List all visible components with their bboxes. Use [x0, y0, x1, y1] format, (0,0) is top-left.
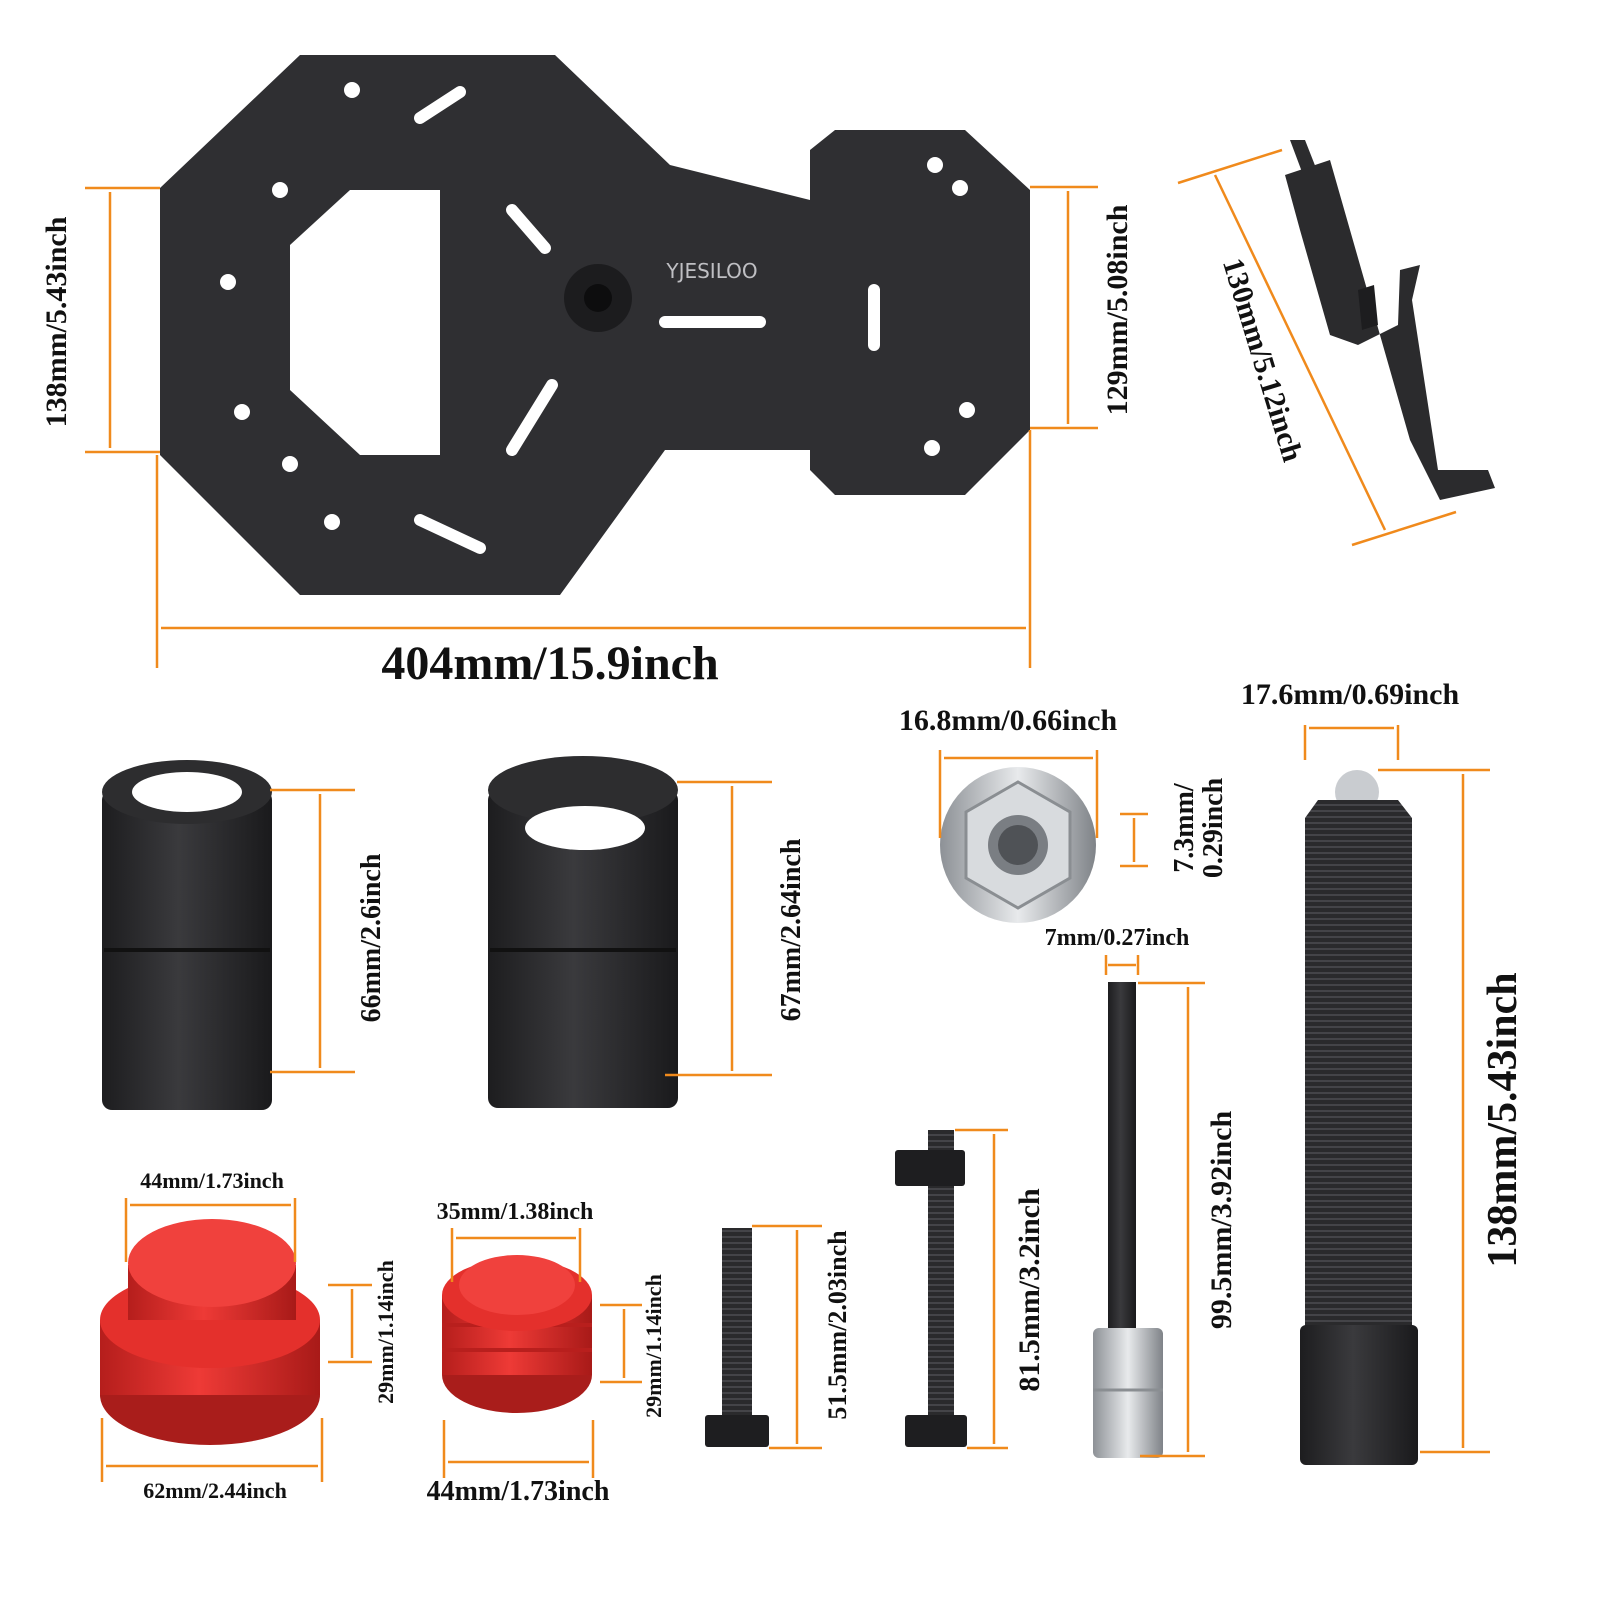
plate-logo: YJESILOO — [665, 259, 757, 283]
small-sleeve-height-label: 66mm/2.6inch — [356, 853, 387, 1023]
hex-bit-length-label: 99.5mm/3.92inch — [1205, 1110, 1238, 1330]
large-cap-height-label: 29mm/1.14inch — [373, 1260, 398, 1404]
puller-hook — [1285, 140, 1495, 500]
large-cap-base-label: 62mm/2.44inch — [143, 1478, 287, 1503]
plate-cutout — [290, 190, 440, 455]
plate-holes — [220, 82, 975, 530]
nut-width-label: 16.8mm/0.66inch — [898, 704, 1118, 737]
bracket-plate: YJESILOO — [160, 55, 1030, 595]
dimension-lines — [85, 148, 1490, 1482]
nut-height-mm-label: 7.3mm/ — [1169, 783, 1200, 873]
small-cap-base-label: 44mm/1.73inch — [426, 1476, 610, 1507]
main-bolt-width-label: 17.6mm/0.69inch — [1240, 678, 1460, 711]
small-cap-top-label: 35mm/1.38inch — [436, 1199, 594, 1225]
hex-bit-socket — [1093, 982, 1163, 1458]
main-forcing-bolt — [1300, 770, 1418, 1465]
small-red-cap — [442, 1255, 592, 1413]
plate-right-height-label: 129mm/5.08inch — [1101, 204, 1134, 416]
flange-nut — [940, 767, 1096, 923]
large-red-cap — [100, 1219, 320, 1445]
medium-bolt — [895, 1130, 967, 1447]
small-cap-height-label: 29mm/1.14inch — [641, 1274, 666, 1418]
main-bolt-length-label: 138mm/5.43inch — [1480, 972, 1526, 1268]
short-bolt — [705, 1228, 769, 1447]
plate-slots — [414, 86, 880, 554]
plate-width-label: 404mm/15.9inch — [381, 637, 719, 690]
medium-bolt-length-label: 81.5mm/3.2inch — [1013, 1188, 1046, 1392]
large-sleeve — [488, 756, 678, 1108]
nut-height-inch-label: 0.29inch — [1198, 777, 1229, 879]
hex-bit-width-label: 7mm/0.27inch — [1044, 925, 1190, 951]
small-sleeve — [102, 760, 272, 1110]
plate-left-height-label: 138mm/5.43inch — [40, 216, 73, 428]
short-bolt-length-label: 51.5mm/2.03inch — [823, 1230, 852, 1420]
large-cap-top-label: 44mm/1.73inch — [140, 1168, 284, 1193]
large-sleeve-height-label: 67mm/2.64inch — [776, 838, 807, 1022]
